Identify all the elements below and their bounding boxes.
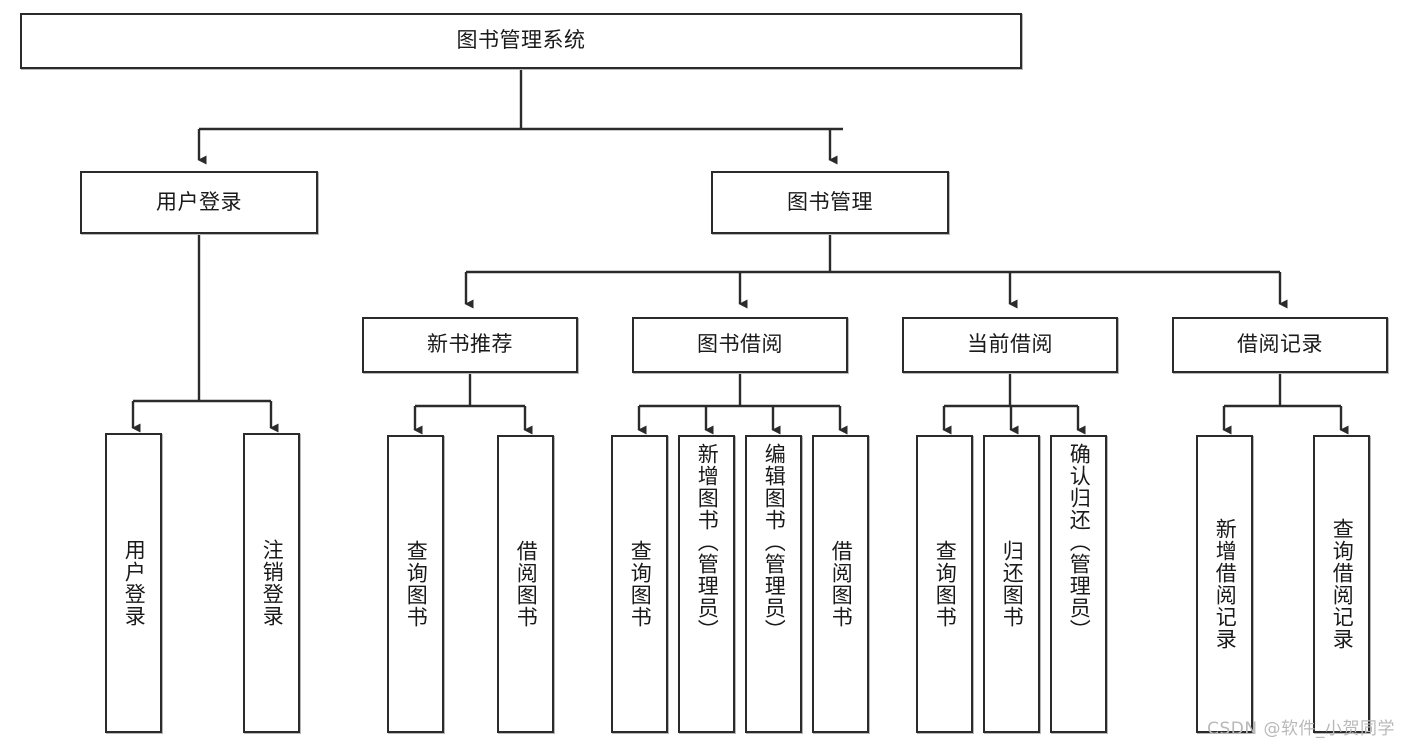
leaf-book-borrow-add-book-admin-label: 新增图书（管理员） <box>695 443 720 641</box>
leaf-book-borrow-query-book-label: 查询图书 <box>628 540 653 628</box>
leaf-current-borrow-return-book[interactable]: 归还图书 <box>983 435 1040 733</box>
leaf-user-login-login[interactable]: 用户登录 <box>105 433 162 733</box>
node-book-borrow-label: 图书借阅 <box>697 332 783 357</box>
leaf-new-book-borrow-book[interactable]: 借阅图书 <box>497 435 554 733</box>
leaf-current-borrow-confirm-return-admin-label: 确认归还（管理员） <box>1067 443 1092 641</box>
leaf-new-book-borrow-book-label: 借阅图书 <box>514 540 539 628</box>
leaf-borrow-record-add-record[interactable]: 新增借阅记录 <box>1196 435 1253 733</box>
node-user-login[interactable]: 用户登录 <box>80 171 318 234</box>
leaf-book-borrow-borrow-book-label: 借阅图书 <box>829 540 854 628</box>
leaf-current-borrow-query-book[interactable]: 查询图书 <box>916 435 973 733</box>
csdn-watermark: CSDN @软件_小贺同学 <box>1207 719 1395 739</box>
node-user-login-label: 用户登录 <box>156 189 242 214</box>
leaf-book-borrow-add-book-admin[interactable]: 新增图书（管理员） <box>678 435 735 733</box>
leaf-current-borrow-confirm-return-admin[interactable]: 确认归还（管理员） <box>1050 435 1107 733</box>
node-root-book-management-system[interactable]: 图书管理系统 <box>20 13 1022 69</box>
node-root-label: 图书管理系统 <box>456 28 586 53</box>
leaf-current-borrow-query-book-label: 查询图书 <box>933 540 958 628</box>
node-new-book-recommend[interactable]: 新书推荐 <box>362 317 578 373</box>
leaf-book-borrow-edit-book-admin[interactable]: 编辑图书（管理员） <box>745 435 802 733</box>
node-book-borrow[interactable]: 图书借阅 <box>632 317 848 373</box>
node-current-borrow-label: 当前借阅 <box>967 332 1053 357</box>
leaf-new-book-query-book[interactable]: 查询图书 <box>387 435 444 733</box>
node-borrow-record-label: 借阅记录 <box>1237 332 1323 357</box>
node-book-management[interactable]: 图书管理 <box>711 171 949 234</box>
leaf-borrow-record-add-record-label: 新增借阅记录 <box>1213 518 1238 650</box>
leaf-book-borrow-query-book[interactable]: 查询图书 <box>611 435 668 733</box>
leaf-user-login-logout-label: 注销登录 <box>260 539 285 627</box>
leaf-current-borrow-return-book-label: 归还图书 <box>1000 540 1025 628</box>
node-book-management-label: 图书管理 <box>787 189 873 214</box>
leaf-book-borrow-edit-book-admin-label: 编辑图书（管理员） <box>762 443 787 641</box>
leaf-borrow-record-query-record[interactable]: 查询借阅记录 <box>1313 435 1370 733</box>
node-borrow-record[interactable]: 借阅记录 <box>1172 317 1388 373</box>
leaf-user-login-logout[interactable]: 注销登录 <box>243 433 300 733</box>
leaf-new-book-query-book-label: 查询图书 <box>404 540 429 628</box>
leaf-user-login-login-label: 用户登录 <box>122 539 147 627</box>
node-new-book-recommend-label: 新书推荐 <box>427 332 513 357</box>
leaf-book-borrow-borrow-book[interactable]: 借阅图书 <box>812 435 869 733</box>
leaf-borrow-record-query-record-label: 查询借阅记录 <box>1330 518 1355 650</box>
node-current-borrow[interactable]: 当前借阅 <box>902 317 1118 373</box>
